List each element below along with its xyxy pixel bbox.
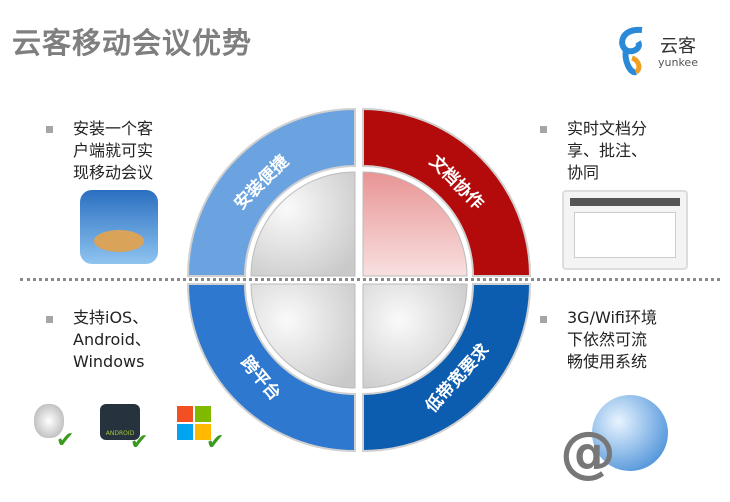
page-title: 云客移动会议优势 [12, 26, 253, 60]
bullet [46, 316, 53, 323]
text-line: Android、 [73, 330, 151, 349]
quadrant-ring [186, 283, 356, 453]
text-line: Windows [73, 352, 145, 371]
text-block-install: 安装一个客 户端就可实 现移动会议 [73, 118, 153, 184]
text-block-bandwidth: 3G/Wifi环境 下依然可流 畅使用系统 [567, 307, 657, 373]
text-line: 下依然可流 [567, 330, 648, 349]
divider [20, 278, 720, 281]
check-icon: ✔ [130, 430, 149, 455]
logo-mark-icon [619, 26, 643, 76]
text-block-platforms: 支持iOS、 Android、 Windows [73, 307, 151, 373]
bullet [46, 126, 53, 133]
logo-cn: 云客 [660, 36, 696, 57]
text-line: 支持iOS、 [73, 308, 149, 327]
check-icon: ✔ [56, 428, 75, 453]
yunkee-logo: 云客 yunkee [612, 24, 712, 80]
text-line: 畅使用系统 [567, 352, 648, 371]
globe-icon [592, 395, 668, 471]
quadrant-inner [362, 171, 468, 277]
at-sign-icon: @ [560, 420, 616, 485]
text-line: 户端就可实 [73, 141, 154, 160]
quadrant-inner [250, 283, 356, 389]
windows-icon [177, 406, 211, 440]
android-icon: ANDROID [100, 404, 140, 440]
text-line: 实时文档分 [567, 119, 648, 138]
tablet-screenshot [562, 190, 688, 270]
text-line: 享、批注、 [567, 141, 648, 160]
text-line: 现移动会议 [73, 163, 154, 182]
quadrant-inner [250, 171, 356, 277]
bullet [540, 126, 547, 133]
text-line: 3G/Wifi环境 [567, 308, 657, 327]
logo-en: yunkee [658, 56, 698, 69]
bullet [540, 316, 547, 323]
apple-icon [34, 404, 64, 438]
text-line: 协同 [567, 163, 600, 182]
text-block-docs: 实时文档分 享、批注、 协同 [567, 118, 647, 184]
quadrant-ring [186, 107, 356, 277]
quadrant-inner [362, 283, 468, 389]
text-line: 安装一个客 [73, 119, 154, 138]
quadrant-ring [362, 107, 532, 277]
quadrant-ring [362, 283, 532, 453]
meeting-app-icon [80, 190, 158, 264]
check-icon: ✔ [206, 430, 225, 455]
